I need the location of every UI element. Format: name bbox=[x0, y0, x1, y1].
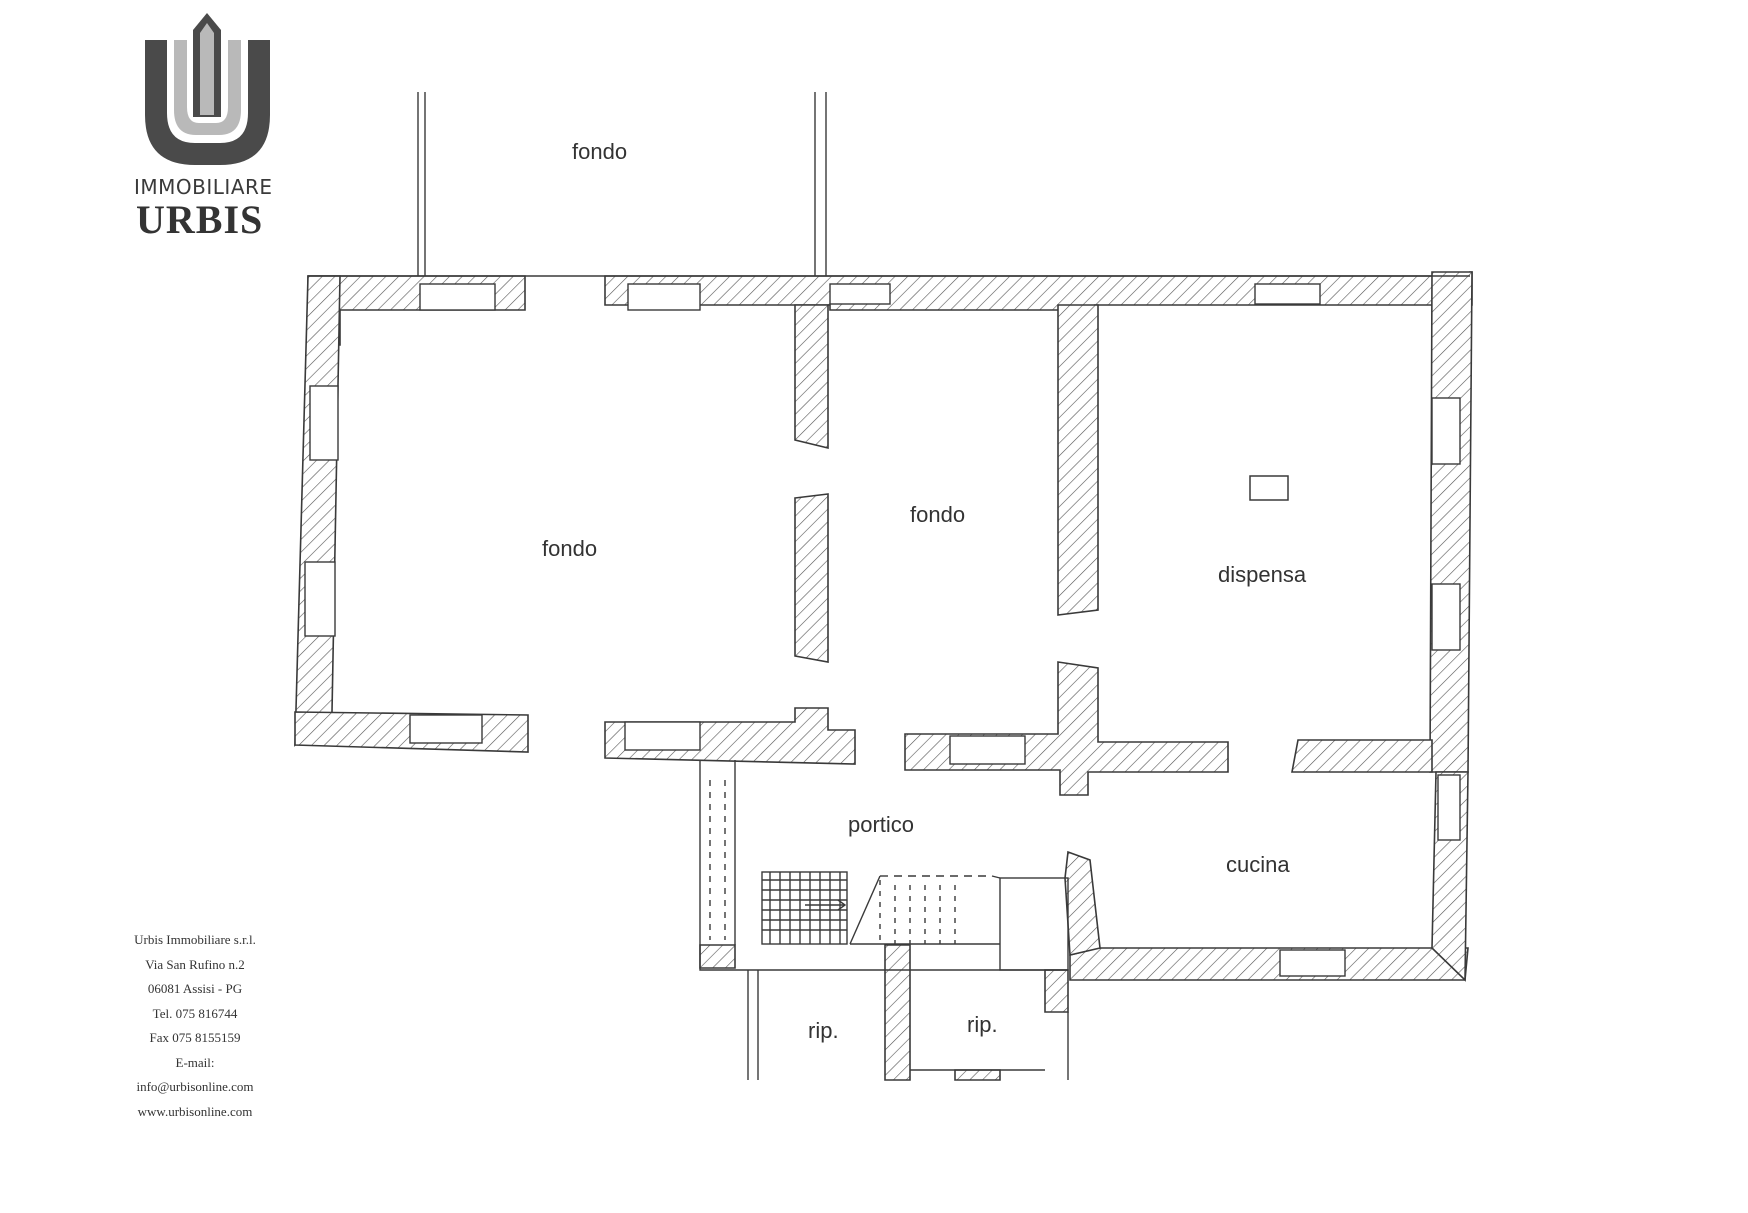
window-left-1 bbox=[309, 385, 339, 461]
contact-website: www.urbisonline.com bbox=[137, 1103, 253, 1119]
window-right-2 bbox=[1431, 583, 1461, 651]
room-label-fondo-center: fondo bbox=[910, 502, 965, 527]
wall-right bbox=[1429, 271, 1473, 773]
window-top-2 bbox=[627, 283, 701, 311]
brand-name-line2: URBIS bbox=[136, 197, 264, 242]
contact-block: Urbis Immobiliare s.r.l. Via San Rufino … bbox=[115, 928, 275, 1124]
room-label-rip-left: rip. bbox=[808, 1018, 839, 1043]
room-label-fondo-left: fondo bbox=[542, 536, 597, 561]
partition-dispensa-upper bbox=[1057, 304, 1099, 616]
room-label-fondo-outside: fondo bbox=[572, 139, 627, 164]
wall-dispensa-bottom-right bbox=[1291, 739, 1433, 773]
wall-cucina-left bbox=[1064, 850, 1101, 956]
window-cucina-bottom bbox=[1279, 949, 1346, 977]
contact-city: 06081 Assisi - PG bbox=[147, 981, 243, 996]
partition-left-upper bbox=[794, 304, 829, 450]
window-right-1 bbox=[1431, 397, 1461, 465]
room-label-cucina: cucina bbox=[1226, 852, 1290, 877]
contact-email: info@urbisonline.com bbox=[136, 1079, 254, 1094]
outside-boundary bbox=[308, 92, 1470, 277]
window-top-1 bbox=[419, 283, 496, 311]
partition-left-lower bbox=[794, 493, 829, 663]
room-label-portico: portico bbox=[848, 812, 914, 837]
window-left-2 bbox=[304, 561, 336, 637]
wall-left bbox=[294, 275, 341, 747]
portico-stairs bbox=[699, 760, 1069, 1080]
window-bottom-3 bbox=[949, 735, 1026, 765]
windows bbox=[304, 283, 1461, 977]
wall-rip-right bbox=[1044, 969, 1069, 1013]
window-top-3 bbox=[829, 283, 891, 305]
wall-top-middle bbox=[604, 275, 1471, 311]
contact-company: Urbis Immobiliare s.r.l. bbox=[134, 932, 256, 947]
brand-name-line1: IMMOBILIARE bbox=[134, 175, 273, 199]
wall-rip-bottom bbox=[954, 1069, 1001, 1081]
wall-stair-pier bbox=[699, 944, 736, 969]
window-bottom-1 bbox=[409, 714, 483, 744]
dispensa-fixture bbox=[1249, 475, 1289, 501]
contact-email-label: E-mail: bbox=[175, 1054, 215, 1070]
wall-cucina-bottom bbox=[1069, 947, 1469, 981]
window-bottom-2 bbox=[624, 721, 701, 751]
wall-rip-center bbox=[884, 944, 911, 1081]
partition-dispensa-lower bbox=[904, 661, 1229, 796]
urbis-logo-icon bbox=[145, 13, 270, 165]
window-cucina-right bbox=[1437, 774, 1461, 841]
contact-address: Via San Rufino n.2 bbox=[145, 956, 245, 972]
contact-fax: Fax 075 8155159 bbox=[149, 1030, 241, 1045]
room-label-dispensa: dispensa bbox=[1218, 562, 1307, 587]
contact-phone: Tel. 075 816744 bbox=[152, 1005, 238, 1021]
room-label-rip-right: rip. bbox=[967, 1012, 998, 1037]
window-top-4 bbox=[1254, 283, 1321, 305]
